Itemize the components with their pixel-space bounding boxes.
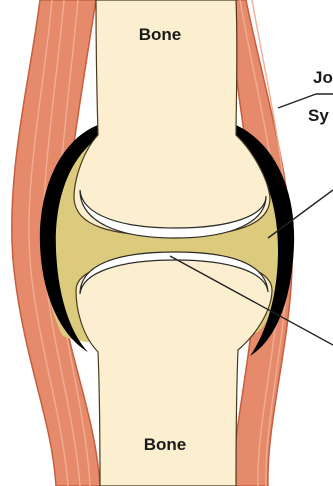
label-bone-top: Bone [139, 25, 182, 44]
label-partial-synovial: Sy [308, 106, 329, 125]
label-partial-joint-capsule: Jo [313, 68, 333, 87]
label-bone-bottom: Bone [144, 435, 187, 454]
